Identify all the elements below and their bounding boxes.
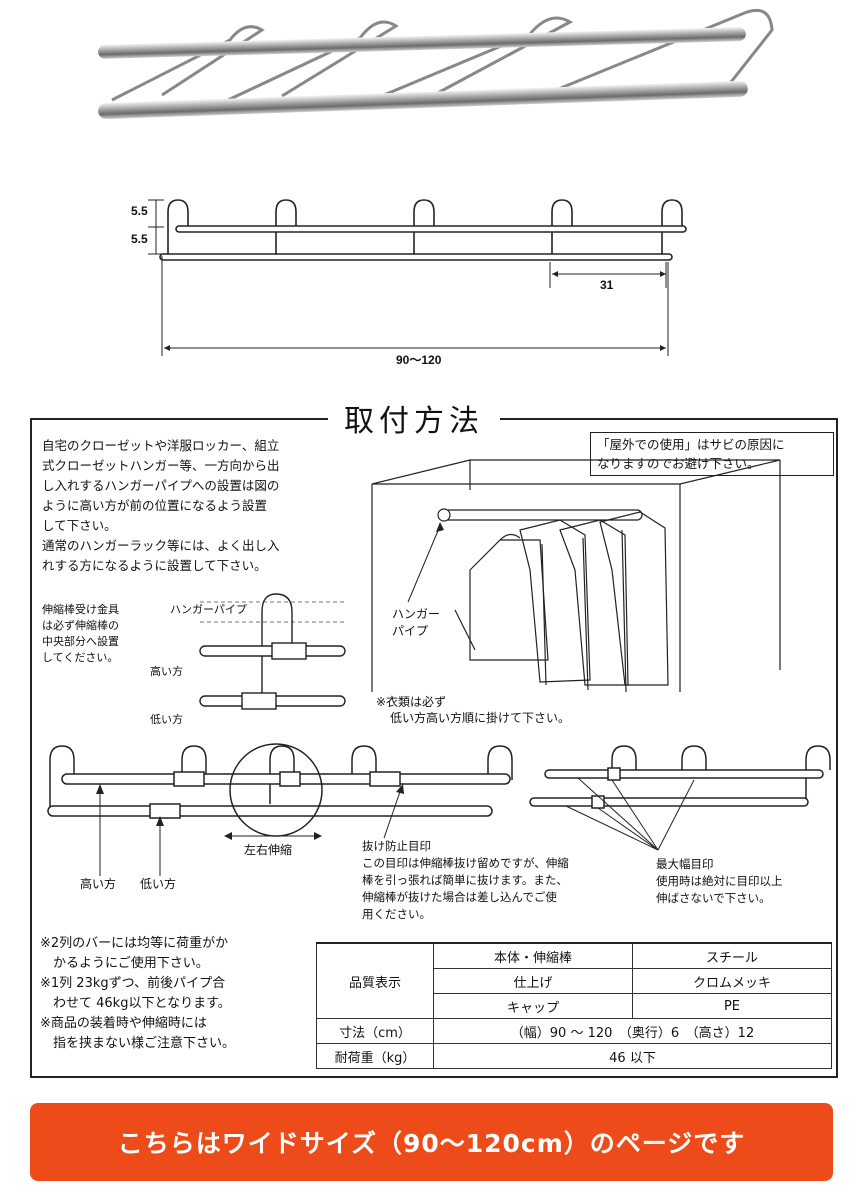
maxwidth-note: 最大幅目印 使用時は絶対に目印以上 伸ばさないで下さい。	[656, 857, 783, 905]
size-value: （幅）90 〜 120 （奥行）6 （高さ）12	[433, 1018, 832, 1044]
spec-value: スチール	[632, 942, 832, 969]
wide-size-banner[interactable]: こちらはワイドサイズ（90〜120cm）のページです	[30, 1103, 833, 1181]
load-label: 耐荷重（kg）	[316, 1043, 434, 1069]
banner-text: こちらはワイドサイズ（90〜120cm）のページです	[117, 1129, 746, 1158]
pullout-note: 抜け防止目印 この目印は伸縮棒抜け留めですが、伸縮 棒を引っ張れば簡単に抜けます…	[362, 839, 569, 921]
spec-table: 品質表示 本体・伸縮棒 スチール 仕上げ クロムメッキ キャップ PE 寸法（c…	[316, 942, 832, 1069]
spec-part: 仕上げ	[433, 968, 633, 994]
table-row: 耐荷重（kg） 46 以下	[316, 1043, 832, 1069]
load-value: 46 以下	[433, 1043, 832, 1069]
spec-part: キャップ	[433, 993, 633, 1019]
closet-illustration	[371, 459, 781, 693]
intro-text: 自宅のクローゼットや洋服ロッカー、組立 式クローゼットハンガー等、一方向から出 …	[42, 438, 280, 573]
low-label: 低い方	[150, 713, 183, 726]
table-row: 寸法（cm） （幅）90 〜 120 （奥行）6 （高さ）12	[316, 1018, 832, 1044]
maxwidth-diagram	[529, 745, 831, 851]
dim-width-range: 90〜120	[396, 353, 442, 367]
usage-notes: ※2列のバーには均等に荷重がか かるようにご使用下さい。 ※1列 23kgずつ、…	[40, 936, 236, 1051]
install-title: 取付方法	[328, 396, 500, 440]
extend-label: 左右伸縮	[244, 843, 293, 857]
bottom-low-label: 低い方	[140, 877, 177, 891]
table-row: キャップ PE	[317, 993, 832, 1019]
quality-label: 品質表示	[316, 942, 434, 1019]
closet-pipe-label: ハンガー パイプ	[392, 607, 441, 638]
size-label: 寸法（cm）	[316, 1018, 434, 1044]
product-photo	[98, 9, 774, 119]
upper-bar	[98, 27, 746, 59]
clothes-note: ※衣類は必ず 低い方高い方順に掛けて下さい。	[376, 695, 571, 725]
spec-value: クロムメッキ	[632, 968, 832, 994]
table-row: 品質表示 本体・伸縮棒 スチール	[316, 942, 832, 1019]
dim-height-bottom: 5.5	[131, 232, 148, 246]
rack-diagram	[47, 743, 513, 876]
dim-height-top: 5.5	[131, 204, 148, 218]
hanger-pipe-label: ハンガーパイプ	[170, 603, 247, 616]
spec-value: PE	[632, 993, 832, 1019]
bracket-detail-drawing	[199, 593, 346, 710]
lower-bar	[98, 80, 748, 119]
bracket-note: 伸縮棒受け金具 は必ず伸縮棒の 中央部分へ設置 してください。	[42, 603, 119, 664]
spec-part: 本体・伸縮棒	[433, 942, 633, 969]
dim-hook-spacing: 31	[600, 278, 614, 292]
high-label: 高い方	[150, 665, 183, 678]
dimension-drawing	[148, 199, 687, 356]
bottom-high-label: 高い方	[80, 877, 117, 891]
